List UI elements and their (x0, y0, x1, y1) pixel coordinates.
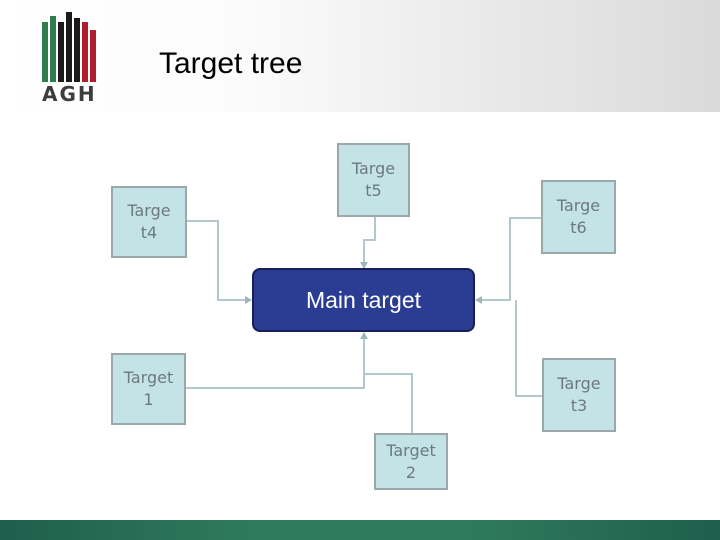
node-target-5: Targe t5 (337, 143, 410, 217)
connector-t6 (475, 217, 541, 304)
slide-header: AGH Target tree (0, 0, 720, 112)
node-target-3: Targe t3 (542, 358, 616, 432)
agh-logo (42, 12, 96, 82)
node-target-4: Targe t4 (111, 186, 187, 258)
connector-t1 (186, 332, 368, 389)
connector-t5 (360, 217, 376, 269)
node-target-1: Target 1 (111, 353, 186, 425)
slide-footer-band (0, 520, 720, 540)
main-target-node: Main target (252, 268, 475, 332)
connector-t2 (364, 373, 413, 433)
node-target-6: Targe t6 (541, 180, 616, 254)
logo-text: AGH (42, 82, 97, 106)
node-target-2: Target 2 (374, 433, 448, 490)
connector-t3 (515, 300, 542, 397)
slide-title: Target tree (159, 47, 303, 80)
connector-t4 (187, 220, 252, 304)
